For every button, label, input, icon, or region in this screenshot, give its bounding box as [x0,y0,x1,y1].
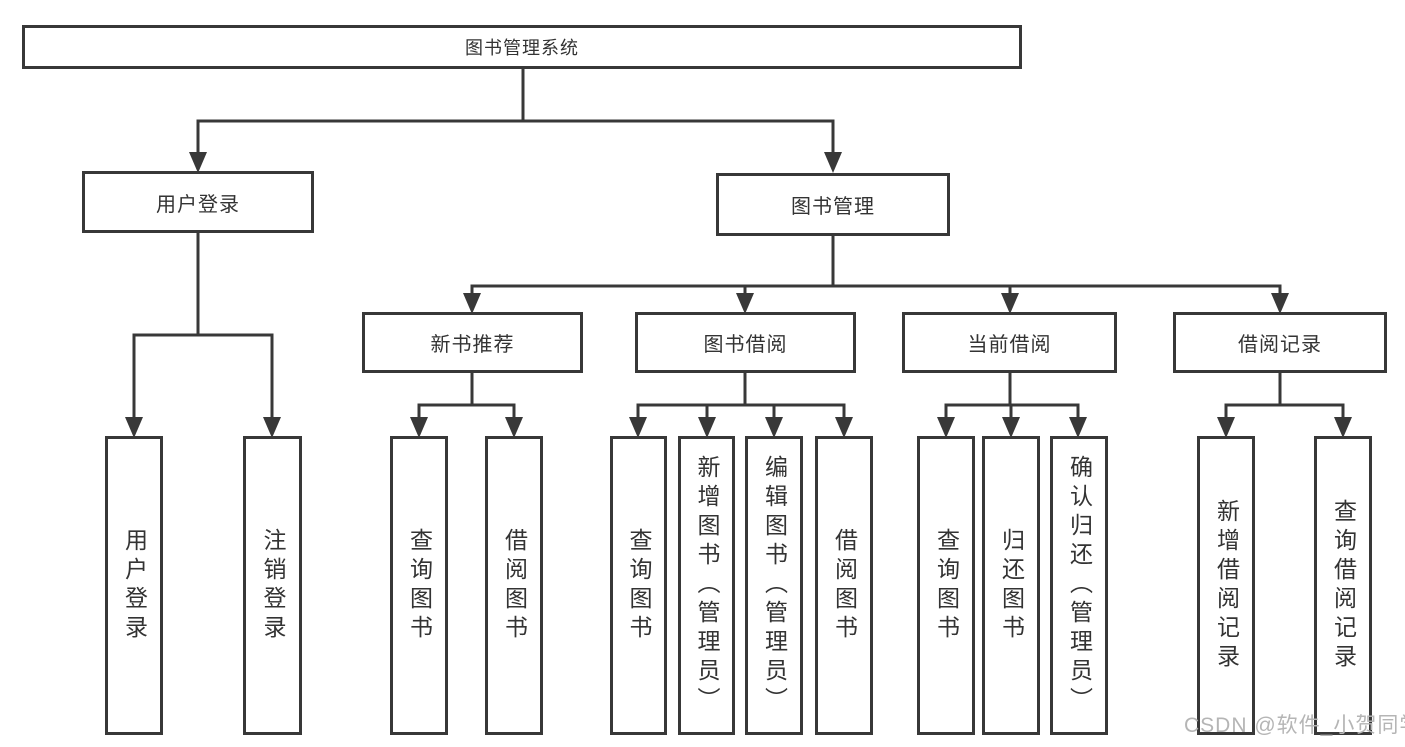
leaf-records-query-record: 查询借阅记录 [1314,436,1372,735]
node-library-management-system: 图书管理系统 [22,25,1022,69]
leaf-label: 查询图书 [933,527,960,644]
leaf-recommend-borrow-book: 借阅图书 [485,436,543,735]
leaf-label: 新增图书（管理员） [694,455,720,716]
leaf-label: 归还图书 [998,527,1025,644]
leaf-label: 编辑图书（管理员） [761,455,788,716]
leaf-label: 确认归还（管理员） [1066,455,1093,716]
leaf-label: 查询图书 [406,527,433,644]
node-label: 图书管理 [791,196,875,218]
node-book-management: 图书管理 [716,173,950,236]
leaf-records-add-record: 新增借阅记录 [1197,436,1255,735]
node-book-borrowing: 图书借阅 [635,312,856,373]
leaf-current-query-book: 查询图书 [917,436,975,735]
leaf-label: 借阅图书 [501,527,528,644]
node-label: 图书管理系统 [465,38,579,58]
leaf-borrow-query-book: 查询图书 [610,436,667,735]
node-label: 新书推荐 [430,334,515,356]
node-label: 当前借阅 [967,334,1052,356]
node-user-login: 用户登录 [82,171,314,233]
leaf-borrow-edit-book-admin: 编辑图书（管理员） [745,436,803,735]
leaf-label: 用户登录 [121,527,148,644]
leaf-label: 借阅图书 [831,527,858,644]
leaf-label: 查询借阅记录 [1330,498,1357,673]
leaf-label: 新增借阅记录 [1213,498,1240,673]
node-new-book-recommend: 新书推荐 [362,312,583,373]
node-label: 图书借阅 [703,334,788,356]
node-borrowing-records: 借阅记录 [1173,312,1387,373]
node-current-borrowing: 当前借阅 [902,312,1117,373]
leaf-borrow-borrow-book: 借阅图书 [815,436,873,735]
leaf-label: 注销登录 [260,527,286,644]
watermark-text: CSDN @软件_小贺同学 [1184,714,1405,737]
leaf-label: 查询图书 [626,527,652,644]
leaf-user-login: 用户登录 [105,436,163,735]
leaf-borrow-add-book-admin: 新增图书（管理员） [678,436,735,735]
leaf-current-return-book: 归还图书 [982,436,1040,735]
leaf-current-confirm-return-admin: 确认归还（管理员） [1050,436,1108,735]
node-label: 用户登录 [156,193,240,216]
leaf-logout: 注销登录 [243,436,302,735]
leaf-recommend-query-book: 查询图书 [390,436,448,735]
node-label: 借阅记录 [1238,334,1322,356]
